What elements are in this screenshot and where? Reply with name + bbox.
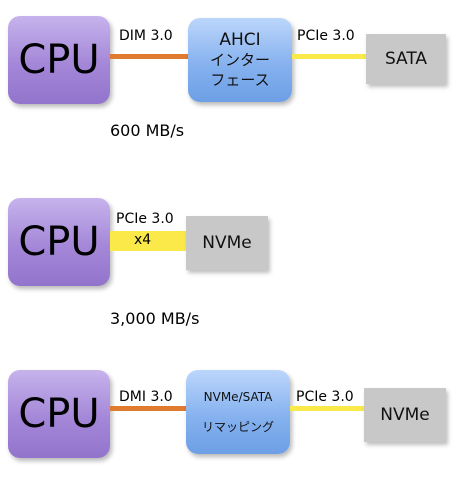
dmi-link <box>110 54 192 59</box>
pcie-link <box>292 54 366 59</box>
cpu-block: CPU <box>8 16 110 104</box>
pcie-link-label: PCIe 3.0 <box>297 28 355 44</box>
pcie-link <box>290 406 364 411</box>
diagram-ahci: CPU DIM 3.0 AHCI インター フェース PCIe 3.0 SATA… <box>0 0 456 160</box>
chip-line-3: フェース <box>210 71 270 89</box>
chip-line-2: インター <box>209 51 270 69</box>
dmi-link <box>110 406 188 411</box>
cpu-block: CPU <box>8 370 110 458</box>
nvme-device: NVMe <box>364 388 446 442</box>
chip-title: NVMe/SATA <box>203 390 273 404</box>
dmi-link-label: DMI 3.0 <box>119 389 173 405</box>
speed-label: 600 MB/s <box>110 121 185 140</box>
nvme-device: NVMe <box>186 216 268 270</box>
cpu-label: CPU <box>18 37 100 83</box>
pcie-link-label: PCIe 3.0 <box>296 389 354 405</box>
device-label: NVMe <box>202 233 252 253</box>
device-label: NVMe <box>380 405 430 425</box>
cpu-block: CPU <box>8 198 110 286</box>
device-label: SATA <box>384 49 428 69</box>
pcie-x4-link <box>110 231 186 251</box>
nvme-sata-remapping-block: NVMe/SATA リマッピング <box>186 370 290 454</box>
pcie-link-label: PCIe 3.0 <box>116 211 174 227</box>
dmi-link-label: DIM 3.0 <box>119 28 173 44</box>
ahci-interface-block: AHCI インター フェース <box>188 18 292 102</box>
chip-title: AHCI <box>219 30 261 50</box>
lane-label: x4 <box>134 232 152 248</box>
chip-line-2: リマッピング <box>201 420 274 434</box>
speed-label: 3,000 MB/s <box>110 309 200 328</box>
sata-device: SATA <box>366 34 446 84</box>
cpu-label: CPU <box>18 219 100 265</box>
cpu-label: CPU <box>18 391 100 437</box>
diagram-nvme-sata-remap: CPU DMI 3.0 NVMe/SATA リマッピング PCIe 3.0 NV… <box>0 340 456 480</box>
diagram-nvme-direct: CPU PCIe 3.0 x4 NVMe 3,000 MB/s <box>0 160 456 340</box>
